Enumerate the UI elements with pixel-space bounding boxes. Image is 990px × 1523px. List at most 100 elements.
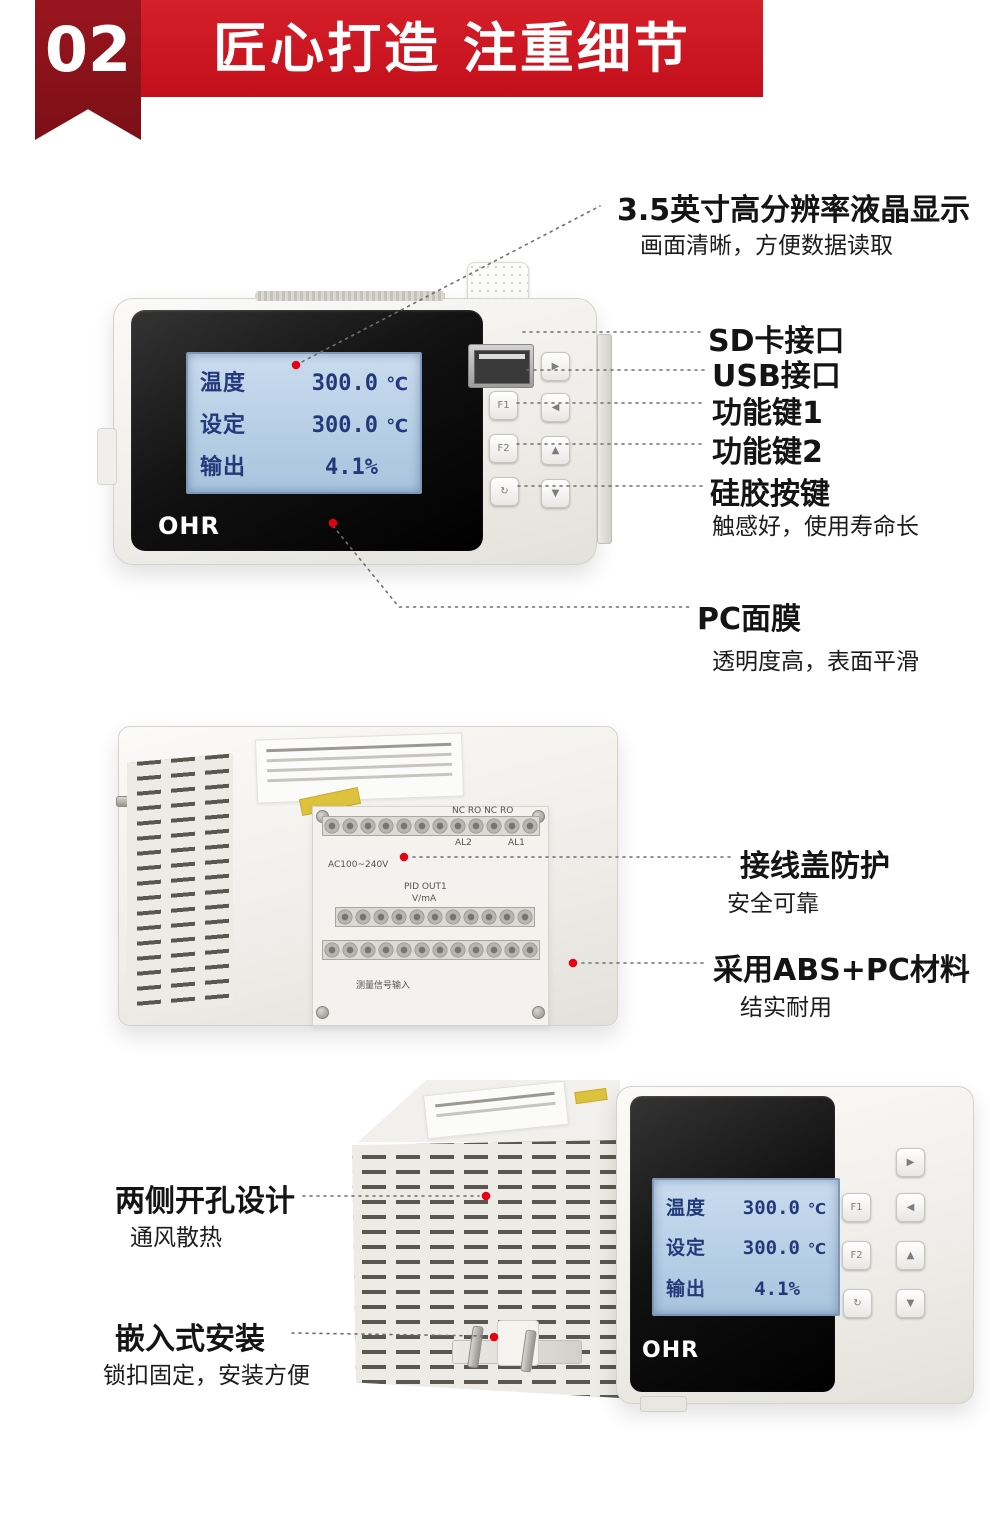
- annotation-lcd-sub: 画面清晰，方便数据读取: [640, 233, 893, 259]
- annotation-pc-film-sub: 透明度高，表面平滑: [712, 649, 919, 675]
- up-arrow-key: ▲: [541, 436, 570, 465]
- down-arrow-icon: ▼: [906, 1298, 915, 1309]
- left-arrow-icon: ◀: [551, 402, 560, 413]
- left-arrow-key: ◀: [541, 393, 570, 422]
- label-line: [267, 772, 453, 783]
- lcd-label: 输出: [666, 1278, 707, 1301]
- lcd-value: 300.0: [311, 413, 378, 438]
- signal-input-label: 测量信号输入: [356, 981, 411, 991]
- f2-key: F2: [489, 434, 518, 463]
- front-mount-rail: [597, 334, 612, 544]
- power-supply-label: AC100~240V: [328, 860, 389, 870]
- f1-key-label: F1: [850, 1202, 863, 1213]
- lcd-unit: ℃: [386, 416, 408, 437]
- label-line: [266, 752, 452, 763]
- terminal-row-bottom: [322, 940, 540, 960]
- panel-screw: [532, 1006, 545, 1019]
- usb-port: [468, 344, 534, 388]
- right-arrow-icon: ▶: [551, 361, 560, 372]
- lcd-row-setpoint: 设定 300.0 ℃: [666, 1233, 826, 1260]
- lcd-label: 温度: [666, 1196, 707, 1219]
- lcd-value: 300.0: [311, 371, 378, 396]
- left-arrow-key: ◀: [896, 1193, 925, 1222]
- lcd-row-output: 输出 4.1%: [200, 449, 408, 481]
- lcd-value: 300.0: [742, 1237, 800, 1260]
- relay-terminal-labels: NC RO NC RO: [452, 806, 514, 816]
- panel-screw: [316, 1006, 329, 1019]
- page-title: 匠心打造 注重细节: [213, 17, 691, 80]
- pid-output-label: PID OUT1: [404, 882, 447, 892]
- annotation-lcd: 3.5英寸高分辨率液晶显示: [617, 193, 971, 228]
- lcd-label: 设定: [666, 1237, 707, 1260]
- lcd-label: 输出: [200, 455, 247, 480]
- lcd-value: 4.1%: [754, 1278, 800, 1301]
- lcd-label: 温度: [200, 371, 247, 396]
- lcd-unit: ℃: [807, 1240, 826, 1259]
- lcd-screen: 温度 300.0 ℃ 设定 300.0 ℃ 输出 4.1%: [186, 352, 422, 494]
- al2-label: AL2: [455, 838, 472, 848]
- lcd-unit: ℃: [807, 1199, 826, 1218]
- annotation-fk1: 功能键1: [712, 396, 823, 431]
- header-banner: [35, 0, 763, 97]
- label-line: [266, 742, 452, 753]
- annotation-material-sub: 结实耐用: [740, 995, 832, 1021]
- annotation-wiring-cover: 接线盖防护: [740, 849, 890, 884]
- up-arrow-key: ▲: [896, 1241, 925, 1270]
- annotation-silicone-sub: 触感好，使用寿命长: [712, 514, 919, 540]
- annotation-vents-sub: 通风散热: [130, 1225, 222, 1251]
- down-arrow-icon: ▼: [551, 488, 560, 499]
- back-label-sticker: [254, 732, 465, 804]
- terminal-row-middle: [335, 907, 535, 927]
- back-vent-grille: [127, 753, 233, 1015]
- lcd-screen: 温度 300.0 ℃ 设定 300.0 ℃ 输出 4.1%: [652, 1178, 840, 1316]
- up-arrow-icon: ▲: [906, 1250, 915, 1261]
- f1-key: F1: [489, 391, 518, 420]
- lcd-row-output: 输出 4.1%: [666, 1274, 826, 1301]
- right-arrow-icon: ▶: [906, 1157, 915, 1168]
- left-arrow-icon: ◀: [906, 1202, 915, 1213]
- power-key-icon: ↻: [500, 486, 509, 497]
- brand-logo: OHR: [642, 1338, 700, 1363]
- section-number-ribbon: 02: [35, 0, 141, 140]
- right-arrow-key: ▶: [541, 352, 570, 381]
- f1-key-label: F1: [497, 400, 510, 411]
- annotation-wiring-cover-sub: 安全可靠: [727, 891, 819, 917]
- annotation-silicone: 硅胶按键: [710, 477, 830, 512]
- label-line: [266, 762, 452, 773]
- vma-label: V/mA: [412, 894, 437, 904]
- annotation-mount: 嵌入式安装: [115, 1322, 265, 1357]
- down-arrow-key: ▼: [541, 479, 570, 508]
- lcd-row-temperature: 温度 300.0 ℃: [200, 365, 408, 397]
- annotation-pc-film: PC面膜: [697, 602, 802, 637]
- up-arrow-icon: ▲: [551, 445, 560, 456]
- lcd-row-temperature: 温度 300.0 ℃: [666, 1193, 826, 1220]
- annotation-material: 采用ABS+PC材料: [713, 953, 970, 988]
- terminal-row-top: [322, 816, 540, 836]
- bottom-clip: [640, 1396, 687, 1412]
- annotation-usb: USB接口: [712, 359, 841, 394]
- f2-key-label: F2: [497, 443, 510, 454]
- annotation-sd: SD卡接口: [708, 324, 845, 359]
- lcd-value: 4.1%: [325, 455, 378, 480]
- f2-key: F2: [842, 1241, 871, 1270]
- usb-slot: [474, 350, 530, 384]
- lcd-unit: ℃: [386, 374, 408, 395]
- al1-label: AL1: [508, 838, 525, 848]
- brand-logo: OHR: [158, 512, 220, 540]
- lcd-row-setpoint: 设定 300.0 ℃: [200, 407, 408, 439]
- annotation-vents: 两侧开孔设计: [115, 1184, 295, 1219]
- power-key: ↻: [490, 477, 519, 506]
- lcd-label: 设定: [200, 413, 247, 438]
- annotation-fk2: 功能键2: [712, 435, 823, 470]
- section-number: 02: [44, 13, 132, 86]
- right-arrow-key: ▶: [896, 1148, 925, 1177]
- f2-key-label: F2: [850, 1250, 863, 1261]
- power-key-icon: ↻: [853, 1298, 862, 1309]
- power-key: ↻: [843, 1289, 872, 1318]
- down-arrow-key: ▼: [896, 1289, 925, 1318]
- lcd-value: 300.0: [742, 1196, 800, 1219]
- annotation-mount-sub: 锁扣固定，安装方便: [103, 1363, 310, 1389]
- front-left-clip: [97, 428, 117, 485]
- front-top-ridges: [255, 291, 445, 301]
